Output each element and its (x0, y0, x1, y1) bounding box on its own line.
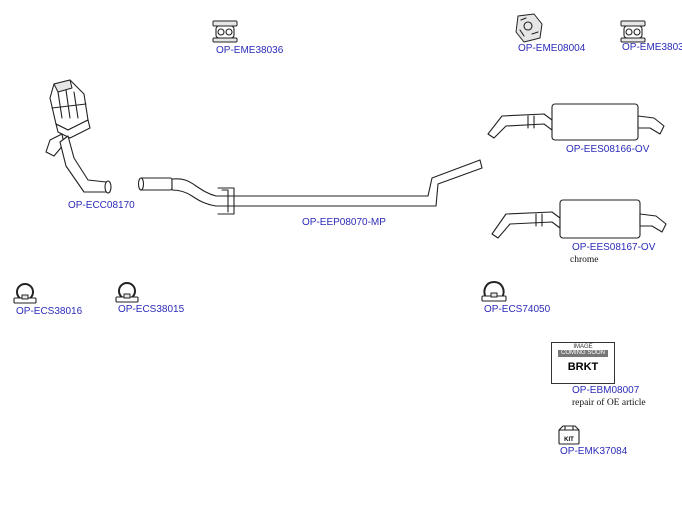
rubber-hanger-icon[interactable] (210, 18, 240, 49)
catalytic-converter-icon[interactable] (40, 74, 120, 207)
rear-silencer-icon[interactable] (488, 196, 672, 249)
clamp-icon[interactable] (12, 280, 38, 311)
part-code-eme08004[interactable]: OP-EME08004 (518, 43, 586, 54)
image-placeholder-label: IMAGE (573, 344, 593, 350)
part-code-ees08166[interactable]: OP-EES08166-OV (566, 144, 650, 155)
part-code-ecs38015[interactable]: OP-ECS38015 (118, 304, 185, 315)
hanger-bracket-icon[interactable] (512, 12, 546, 49)
part-code-ecc08170[interactable]: OP-ECC08170 (68, 200, 135, 211)
clamp-icon[interactable] (114, 279, 140, 310)
part-code-ebm08007[interactable]: OP-EBM08007 (572, 385, 640, 396)
rear-silencer-icon[interactable] (484, 98, 668, 151)
part-note-chrome: chrome (570, 255, 599, 265)
rubber-hanger-icon[interactable] (618, 18, 648, 49)
coming-soon-label: COMING SOON (558, 350, 608, 357)
middle-pipe-icon[interactable] (136, 154, 492, 221)
brkt-label: BRKT (567, 361, 599, 373)
clamp-icon[interactable] (480, 278, 508, 309)
part-code-ecs74050[interactable]: OP-ECS74050 (484, 304, 551, 315)
mounting-kit-icon[interactable]: KIT (556, 424, 582, 451)
kit-label: KIT (564, 437, 574, 443)
part-code-eme38036[interactable]: OP-EME38036 (216, 45, 284, 56)
part-code-emk37084[interactable]: OP-EMK37084 (560, 446, 628, 457)
bracket-placeholder-icon[interactable]: IMAGE COMING SOON BRKT (551, 342, 615, 384)
part-note-repair: repair of OE article (572, 398, 646, 408)
part-code-ees08167[interactable]: OP-EES08167-OV (572, 242, 656, 253)
part-code-ecs38016[interactable]: OP-ECS38016 (16, 306, 83, 317)
part-code-eep08070[interactable]: OP-EEP08070-MP (302, 217, 386, 228)
part-code-eme3803[interactable]: OP-EME3803 (622, 42, 682, 53)
